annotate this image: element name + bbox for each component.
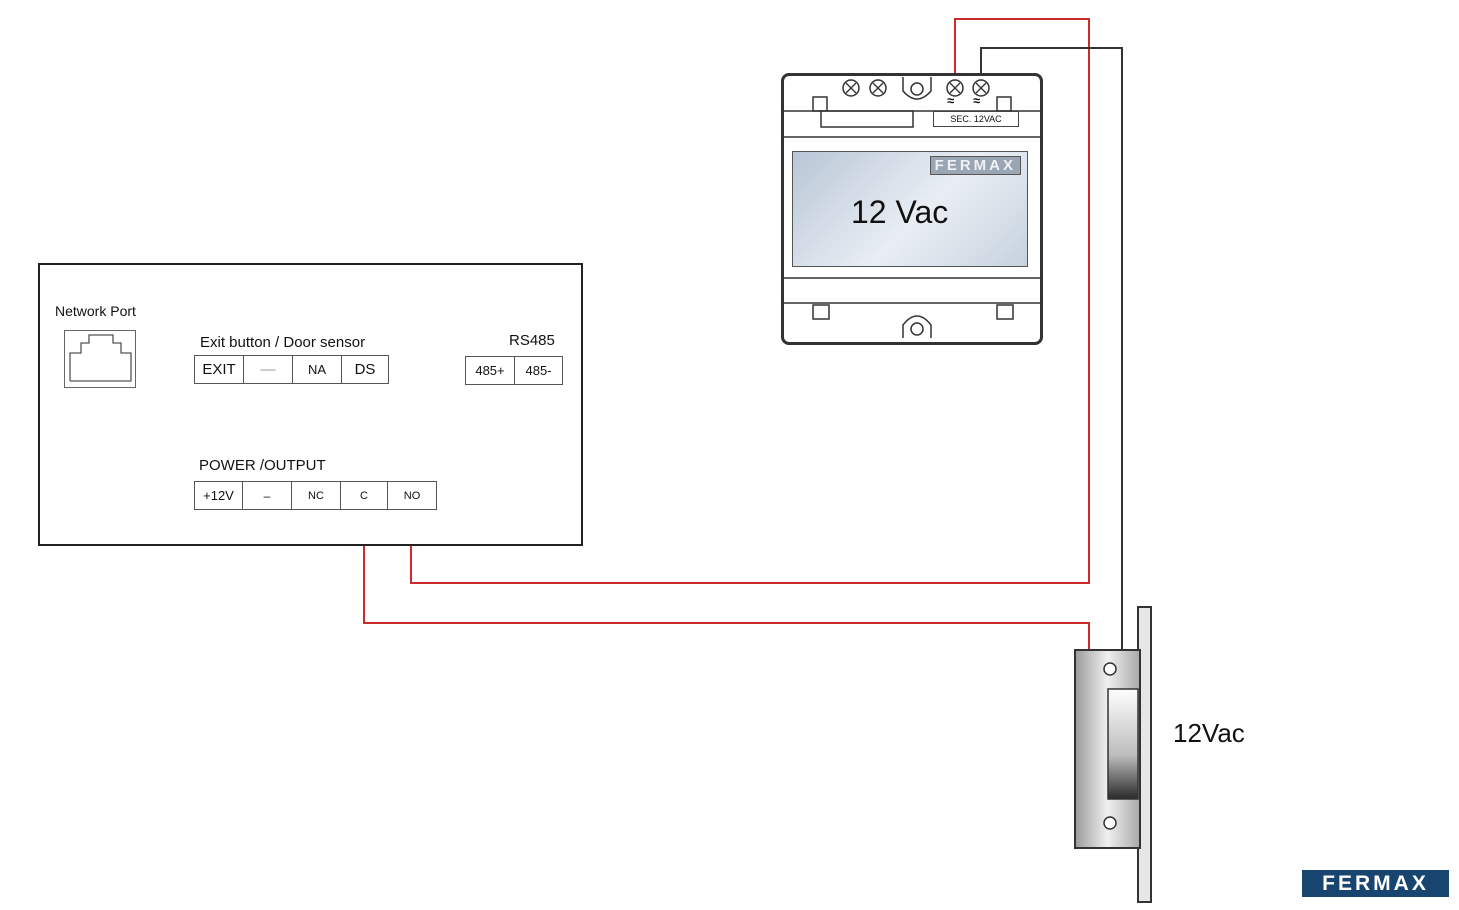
lock-voltage-label: 12Vac <box>1173 718 1245 748</box>
terminal-c: C <box>340 481 388 510</box>
controller-panel: Network Port Exit button / Door sensor E… <box>38 263 583 546</box>
terminal-12v: +12V <box>194 481 243 510</box>
lock-screw-bottom <box>1103 816 1117 830</box>
terminal-na: NA <box>292 355 342 384</box>
rs485-terminal-block: 485+ 485- <box>465 356 563 385</box>
secondary-voltage-label: SEC. 12VAC <box>933 111 1019 127</box>
red-wire-transformer-to-no <box>410 18 1090 584</box>
terminal-nc: NC <box>291 481 341 510</box>
ac-symbol-1: ≈ <box>947 93 955 108</box>
network-port-icon <box>64 330 136 388</box>
ac-symbol-2: ≈ <box>973 93 981 108</box>
transformer-brand: FERMAX <box>929 156 1021 175</box>
transformer: ≈ ≈ SEC. 12VAC FERMAX 12 Vac <box>781 73 1043 345</box>
terminal-485-plus: 485+ <box>465 356 515 385</box>
electric-lock <box>1074 606 1152 903</box>
rs485-label: RS485 <box>509 332 555 349</box>
red-wire-c-to-lock <box>363 511 1090 650</box>
terminal-485-minus: 485- <box>514 356 563 385</box>
black-wire-transformer-to-lock <box>980 47 1123 650</box>
terminal-exit: EXIT <box>194 355 244 384</box>
lock-latch-slot <box>1107 688 1139 800</box>
transformer-details <box>781 77 1043 338</box>
power-output-label: POWER /OUTPUT <box>199 457 326 474</box>
transformer-label-panel: FERMAX 12 Vac <box>792 151 1028 267</box>
transformer-voltage: 12 Vac <box>851 194 949 230</box>
exit-terminal-block: EXIT — NA DS <box>194 355 389 384</box>
terminal-no: NO <box>387 481 437 510</box>
terminal-ds: DS <box>341 355 389 384</box>
power-terminal-block: +12V – NC C NO <box>194 481 437 510</box>
exit-door-sensor-label: Exit button / Door sensor <box>200 334 366 351</box>
terminal-exit-minus: — <box>243 355 293 384</box>
terminal-minus: – <box>242 481 292 510</box>
lock-screw-top <box>1103 662 1117 676</box>
fermax-logo: FERMAX <box>1302 870 1449 897</box>
network-port-label: Network Port <box>55 303 136 319</box>
